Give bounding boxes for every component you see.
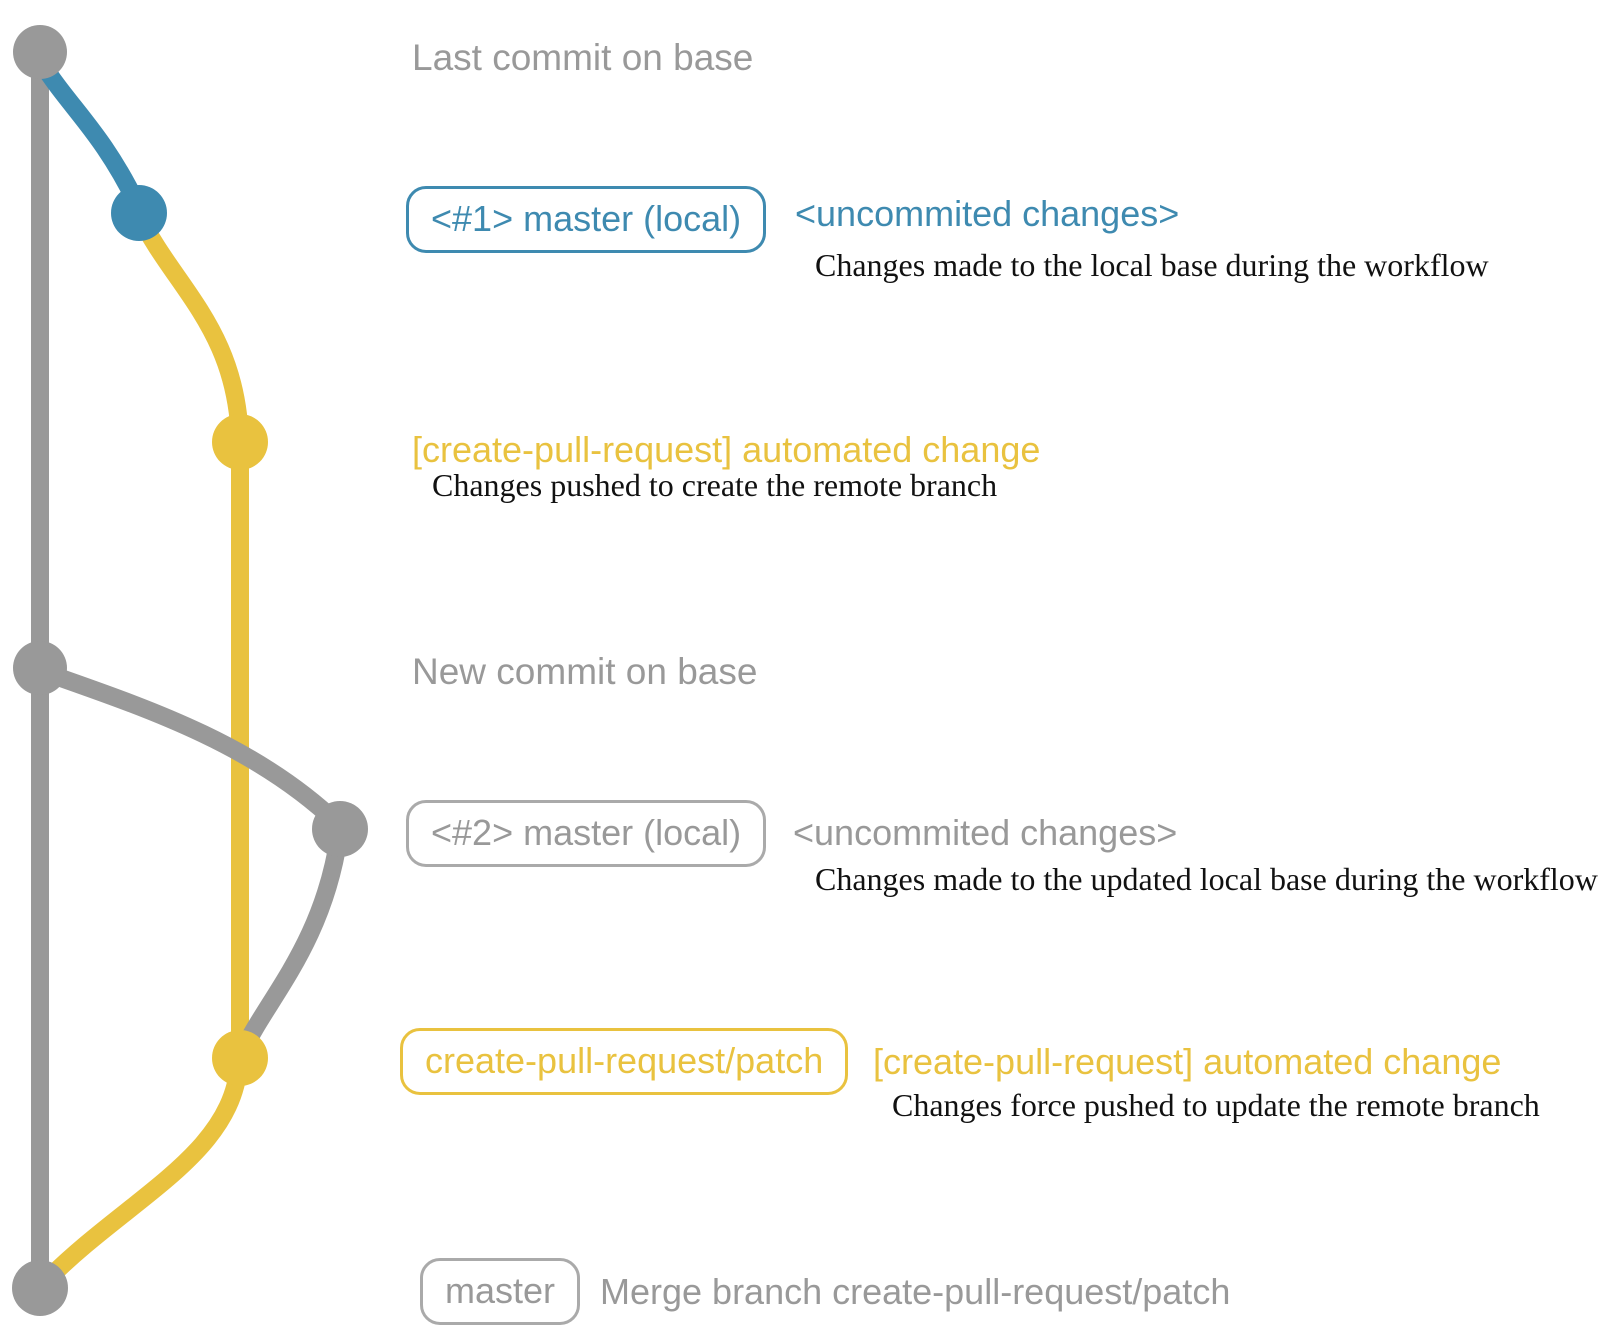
commit-message-automated-1: [create-pull-request] automated change <box>412 429 1041 470</box>
ref-badge-master: master <box>420 1258 581 1326</box>
ref-badge-create-pull-request-patch: create-pull-request/patch <box>400 1028 849 1096</box>
last-commit-label: Last commit on base <box>412 37 754 78</box>
commit-dot-merge <box>12 1260 68 1316</box>
commit-dot-uncommitted-2 <box>312 801 368 857</box>
commit-dot-last-base <box>13 25 67 79</box>
commit-description-uncommitted-2: Changes made to the updated local base d… <box>815 861 1598 897</box>
rebase-branch-line-upper <box>38 662 344 830</box>
rebase-branch-line-lower <box>234 834 348 1055</box>
commit-description-automated-2: Changes force pushed to update the remot… <box>892 1087 1540 1123</box>
ref-badge-master-local-2: <#2> master (local) <box>406 800 767 868</box>
ref-badge-master-local-1: <#1> master (local) <box>406 186 767 254</box>
commit-message-uncommitted-1: <uncommited changes> <box>795 193 1180 234</box>
commit-message-automated-2: [create-pull-request] automated change <box>873 1041 1502 1082</box>
commit-description-uncommitted-1: Changes made to the local base during th… <box>815 247 1489 283</box>
local-change-branch-line <box>33 57 146 208</box>
merge-branch-line <box>39 1062 248 1288</box>
commit-dot-new-base <box>13 641 67 695</box>
commit-description-automated-1: Changes pushed to create the remote bran… <box>432 467 998 503</box>
new-commit-label: New commit on base <box>412 651 758 692</box>
commit-dot-automated-change-2 <box>212 1030 268 1086</box>
commit-message-uncommitted-2: <uncommited changes> <box>793 812 1178 853</box>
commit-dot-automated-change-1 <box>212 414 268 470</box>
commit-graph <box>12 25 368 1316</box>
commit-dot-uncommitted-1 <box>111 185 167 241</box>
pull-request-branch-line <box>130 211 249 1058</box>
commit-message-merge: Merge branch create-pull-request/patch <box>600 1271 1231 1312</box>
